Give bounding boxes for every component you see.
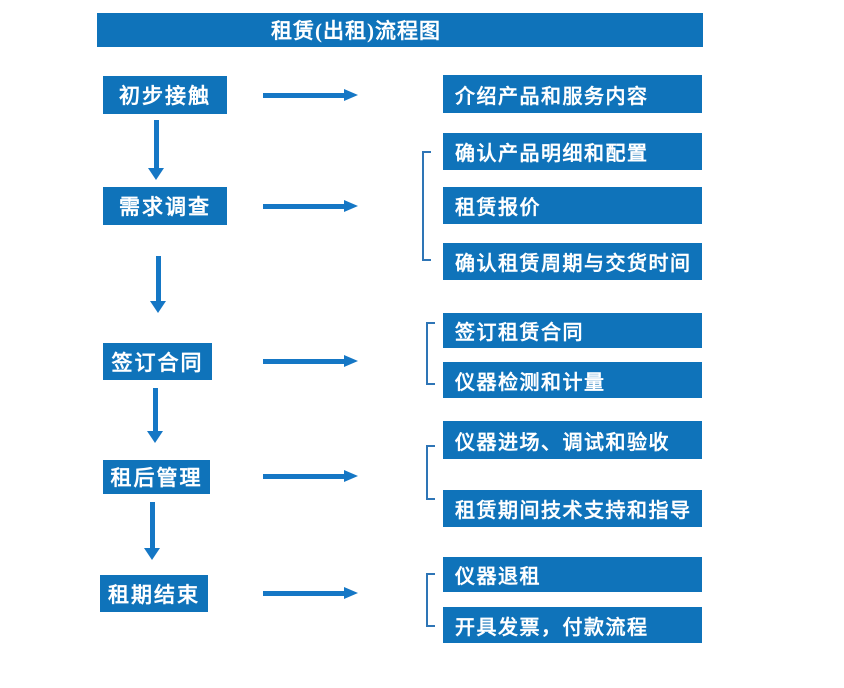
arrow-head bbox=[344, 587, 358, 599]
arrow-head bbox=[150, 301, 166, 313]
diagram-title: 租赁(出租)流程图 bbox=[97, 13, 703, 47]
item-instrument-entry-commissioning: 仪器进场、调试和验收 bbox=[443, 421, 702, 459]
item-sign-rental-contract: 签订租赁合同 bbox=[443, 313, 702, 348]
item-confirm-rental-period-delivery: 确认租赁周期与交货时间 bbox=[443, 243, 702, 280]
down-arrow bbox=[150, 256, 167, 313]
step-demand-survey: 需求调查 bbox=[103, 187, 227, 225]
down-arrow bbox=[148, 120, 165, 180]
down-arrow bbox=[144, 502, 161, 560]
arrow-head bbox=[147, 431, 163, 443]
item-confirm-product-details: 确认产品明细和配置 bbox=[443, 133, 702, 170]
arrow-shaft bbox=[263, 591, 345, 596]
arrow-head bbox=[148, 168, 164, 180]
step-initial-contact: 初步接触 bbox=[103, 76, 227, 114]
arrow-shaft bbox=[263, 93, 345, 98]
arrow-head bbox=[344, 470, 358, 482]
group-bracket bbox=[426, 322, 435, 385]
right-arrow bbox=[263, 587, 358, 600]
group-bracket bbox=[426, 573, 435, 627]
item-rental-quotation: 租赁报价 bbox=[443, 187, 702, 224]
right-arrow bbox=[263, 200, 358, 213]
item-invoicing-payment: 开具发票，付款流程 bbox=[443, 607, 702, 643]
right-arrow bbox=[263, 355, 358, 368]
group-bracket bbox=[426, 445, 435, 500]
item-introduce-products-services: 介绍产品和服务内容 bbox=[443, 75, 702, 113]
arrow-head bbox=[344, 89, 358, 101]
item-instrument-return: 仪器退租 bbox=[443, 557, 702, 592]
arrow-shaft bbox=[156, 256, 161, 301]
arrow-shaft bbox=[153, 388, 158, 431]
arrow-head bbox=[144, 548, 160, 560]
item-rental-technical-support: 租赁期间技术支持和指导 bbox=[443, 490, 702, 527]
arrow-shaft bbox=[263, 204, 345, 209]
arrow-shaft bbox=[263, 359, 345, 364]
arrow-shaft bbox=[150, 502, 155, 548]
arrow-head bbox=[344, 200, 358, 212]
group-bracket bbox=[422, 151, 431, 261]
arrow-shaft bbox=[263, 474, 345, 479]
right-arrow bbox=[263, 470, 358, 483]
arrow-shaft bbox=[154, 120, 159, 168]
step-rental-period-end: 租期结束 bbox=[100, 575, 208, 612]
step-sign-contract: 签订合同 bbox=[103, 343, 212, 380]
down-arrow bbox=[147, 388, 164, 443]
arrow-head bbox=[344, 355, 358, 367]
right-arrow bbox=[263, 89, 358, 102]
item-instrument-testing-metering: 仪器检测和计量 bbox=[443, 362, 702, 398]
step-post-rental-management: 租后管理 bbox=[103, 460, 210, 494]
